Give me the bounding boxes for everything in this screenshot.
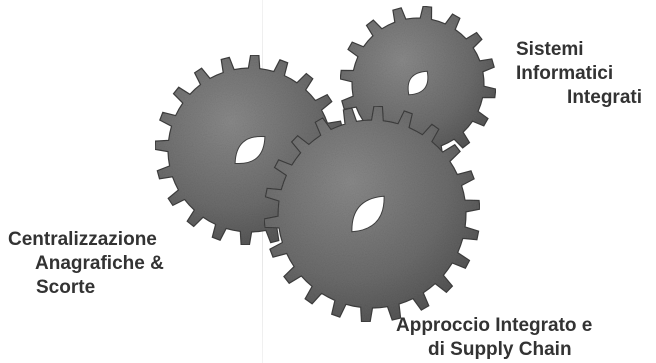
label-line: Approccio Integrato e bbox=[396, 314, 652, 338]
label-approccio-integrato-supply-chain: Approccio Integrato e di Supply Chain bbox=[396, 314, 652, 362]
label-centralizzazione-anagrafiche-scorte: Centralizzazione Anagrafiche & Scorte bbox=[8, 228, 208, 300]
label-line: di Supply Chain bbox=[396, 338, 652, 362]
label-line: Integrati bbox=[500, 86, 642, 110]
label-line: Informatici bbox=[500, 62, 642, 86]
label-sistemi-informatici-integrati: Sistemi Informatici Integrati bbox=[500, 38, 642, 110]
label-line: Scorte bbox=[8, 276, 208, 300]
label-line: Centralizzazione bbox=[8, 228, 208, 252]
label-line: Sistemi bbox=[500, 38, 642, 62]
label-line: Anagrafiche & bbox=[8, 252, 208, 276]
